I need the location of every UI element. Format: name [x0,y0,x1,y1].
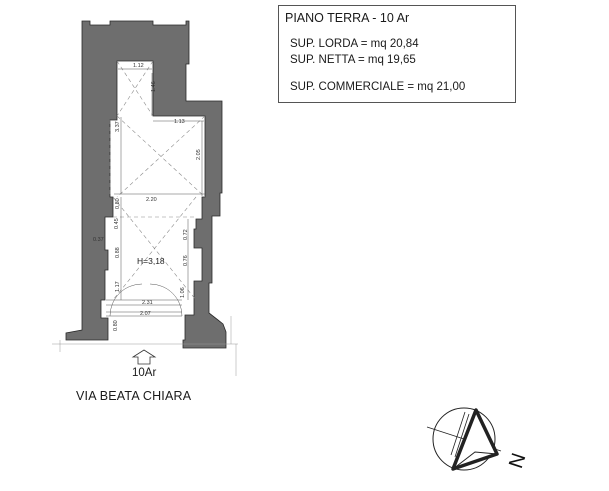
dim-label: 0.80 [115,198,121,209]
dim-label: 2.20 [146,197,157,203]
dim-label: 1.17 [115,281,121,292]
dim-label: 3.37 [115,121,121,132]
dim-label: 1.46 [151,81,157,92]
gross-area: SUP. LORDA = mq 20,84 [290,38,419,50]
dim-label: 0.72 [183,229,189,240]
floor-title: PIANO TERRA - 10 Ar [285,11,410,25]
room-diagonals [109,60,206,301]
dim-label: 0.80 [113,320,119,331]
dim-label: 0.37 [93,237,104,243]
dim-label: 2.05 [196,149,202,160]
construction-lines [52,316,238,376]
dim-label: 1.06 [180,287,186,298]
net-area: SUP. NETTA = mq 19,65 [290,54,416,66]
dim-label: 1.13 [174,119,185,125]
entry-arrow-icon [131,349,157,365]
dim-label: 0.45 [114,218,120,229]
compass-icon [426,407,502,471]
dimension-lines [106,68,205,317]
dim-label: 2.31 [142,300,153,306]
entry-label: 10Ar [132,367,157,379]
area-info-box: PIANO TERRA - 10 Ar SUP. LORDA = mq 20,8… [278,5,516,103]
wall-mass [65,20,227,349]
street-name: VIA BEATA CHIARA [76,389,192,403]
dim-label: 0.88 [115,247,121,258]
ceiling-height-label: H=3,18 [137,256,165,266]
commercial-area: SUP. COMMERCIALE = mq 21,00 [290,81,466,93]
dim-label: 2.07 [140,311,151,317]
dim-label: 0.76 [183,255,189,266]
dim-label: 1.12 [133,63,144,69]
door-swing [109,283,183,317]
compass-north-label: N [505,450,530,471]
